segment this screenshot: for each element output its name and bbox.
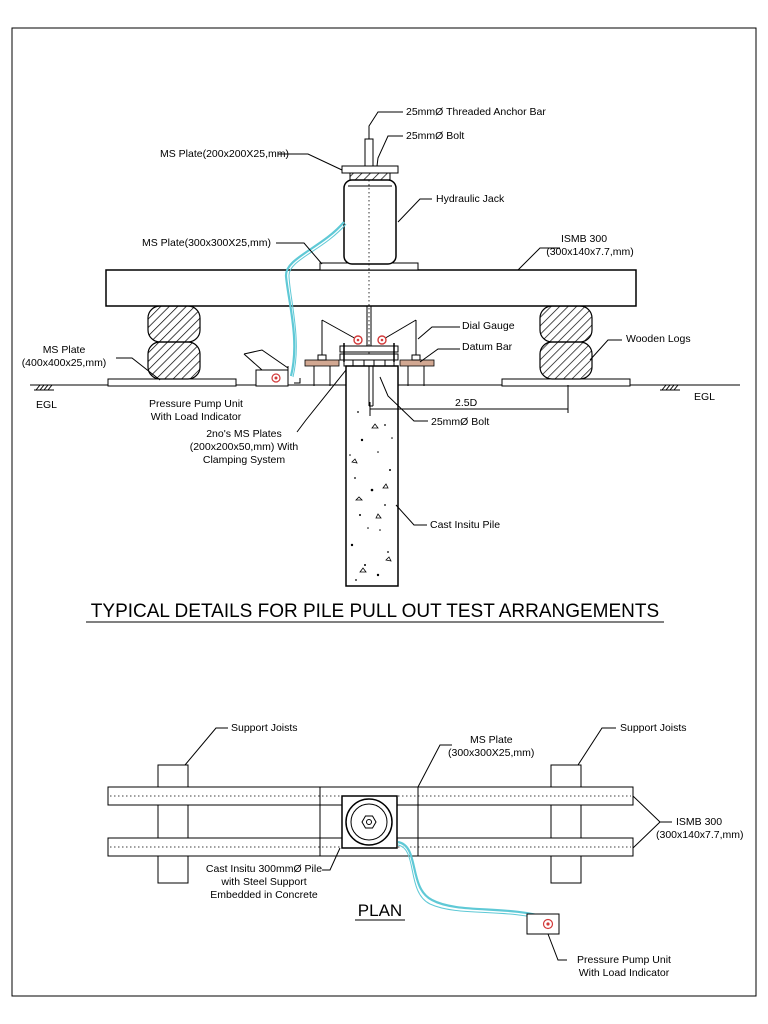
plan-label-joists-right: Support Joists: [620, 722, 687, 734]
label-pump-1: Pressure Pump Unit: [149, 398, 243, 410]
threaded-anchor-bar: [364, 138, 374, 167]
pressure-pump-unit-section: [243, 349, 289, 387]
support-joist-left: [157, 764, 189, 884]
label-egl-left: EGL: [36, 399, 57, 411]
egl-right-symbol: [660, 384, 680, 391]
label-ms-plate-top: MS Plate(200x200X25,mm): [160, 148, 289, 160]
label-hydraulic-jack: Hydraulic Jack: [436, 193, 505, 205]
label-clamp-2: (200x200x50,mm) With: [190, 441, 299, 453]
plan-label-joists-left: Support Joists: [231, 722, 298, 734]
ms-plate-200-top: [349, 172, 391, 181]
plan-label-pile-2: with Steel Support: [220, 876, 306, 888]
section-view: 25mmØ Threaded Anchor Bar 25mmØ Bolt MS …: [22, 106, 740, 623]
label-bolt-top: 25mmØ Bolt: [406, 130, 464, 142]
label-clamp-1: 2no's MS Plates: [206, 428, 282, 440]
label-pump-2: With Load Indicator: [151, 411, 242, 423]
dial-gauge-left: [321, 319, 363, 360]
cast-insitu-pile: [345, 365, 399, 587]
dimension-2.5d: [369, 385, 569, 416]
pressure-pump-unit-plan: [526, 913, 560, 935]
label-wooden-logs: Wooden Logs: [626, 333, 691, 345]
egl-left-symbol: [34, 384, 54, 391]
label-bolt-bottom: 25mmØ Bolt: [431, 416, 489, 428]
wooden-logs-right: [539, 305, 593, 380]
wooden-logs-left: [147, 305, 201, 380]
label-pile: Cast Insitu Pile: [430, 519, 500, 531]
ms-plate-right: [501, 378, 631, 387]
hydraulic-hose-plan: [397, 840, 549, 920]
hydraulic-jack: [343, 179, 397, 265]
label-clamp-3: Clamping System: [203, 454, 286, 466]
dial-gauge-right: [377, 319, 417, 360]
bolt-nut-top: [341, 165, 399, 174]
drawing-border: [11, 27, 757, 997]
label-egl-right: EGL: [694, 391, 715, 403]
datum-bar-left: [304, 354, 340, 386]
label-ms-plate-mid: MS Plate(300x300X25,mm): [142, 237, 271, 249]
ms-plate-plan: [319, 786, 419, 857]
label-dimension: 2.5D: [455, 397, 478, 409]
label-ms-plate-left-1: MS Plate: [43, 344, 86, 356]
anchor-bolt-plan: [361, 815, 377, 829]
support-joist-right: [550, 764, 582, 884]
plan-view: Support Joists MS Plate (300x300X25,mm) …: [107, 722, 744, 979]
leader-lines-section: [116, 111, 622, 526]
label-ismb-line2: (300x140x7.7,mm): [546, 246, 634, 258]
plan-label-ms-plate-2: (300x300X25,mm): [448, 747, 534, 759]
plan-title: PLAN: [358, 901, 402, 920]
leader-lines-plan: [184, 727, 672, 961]
label-datum-bar: Datum Bar: [462, 341, 513, 353]
datum-bar-right: [399, 354, 435, 386]
label-ms-plate-left-2: (400x400x25,mm): [22, 357, 107, 369]
plan-label-ismb-2: (300x140x7.7,mm): [656, 829, 744, 841]
label-anchor-bar: 25mmØ Threaded Anchor Bar: [406, 106, 546, 118]
section-title: TYPICAL DETAILS FOR PILE PULL OUT TEST A…: [91, 601, 659, 622]
hydraulic-hose-section: [284, 221, 345, 377]
plan-label-ms-plate-1: MS Plate: [470, 734, 513, 746]
label-dial-gauge: Dial Gauge: [462, 320, 515, 332]
plan-label-pump-2: With Load Indicator: [579, 967, 670, 979]
ismb-beam: [105, 269, 637, 307]
plan-label-pile-1: Cast Insitu 300mmØ Pile: [206, 863, 322, 875]
label-ismb-line1: ISMB 300: [561, 233, 607, 245]
plan-label-ismb-1: ISMB 300: [676, 816, 722, 828]
plan-label-pile-3: Embedded in Concrete: [210, 889, 318, 901]
ms-plate-left: [107, 378, 237, 387]
clamping-system: [339, 343, 399, 367]
plan-label-pump-1: Pressure Pump Unit: [577, 954, 671, 966]
